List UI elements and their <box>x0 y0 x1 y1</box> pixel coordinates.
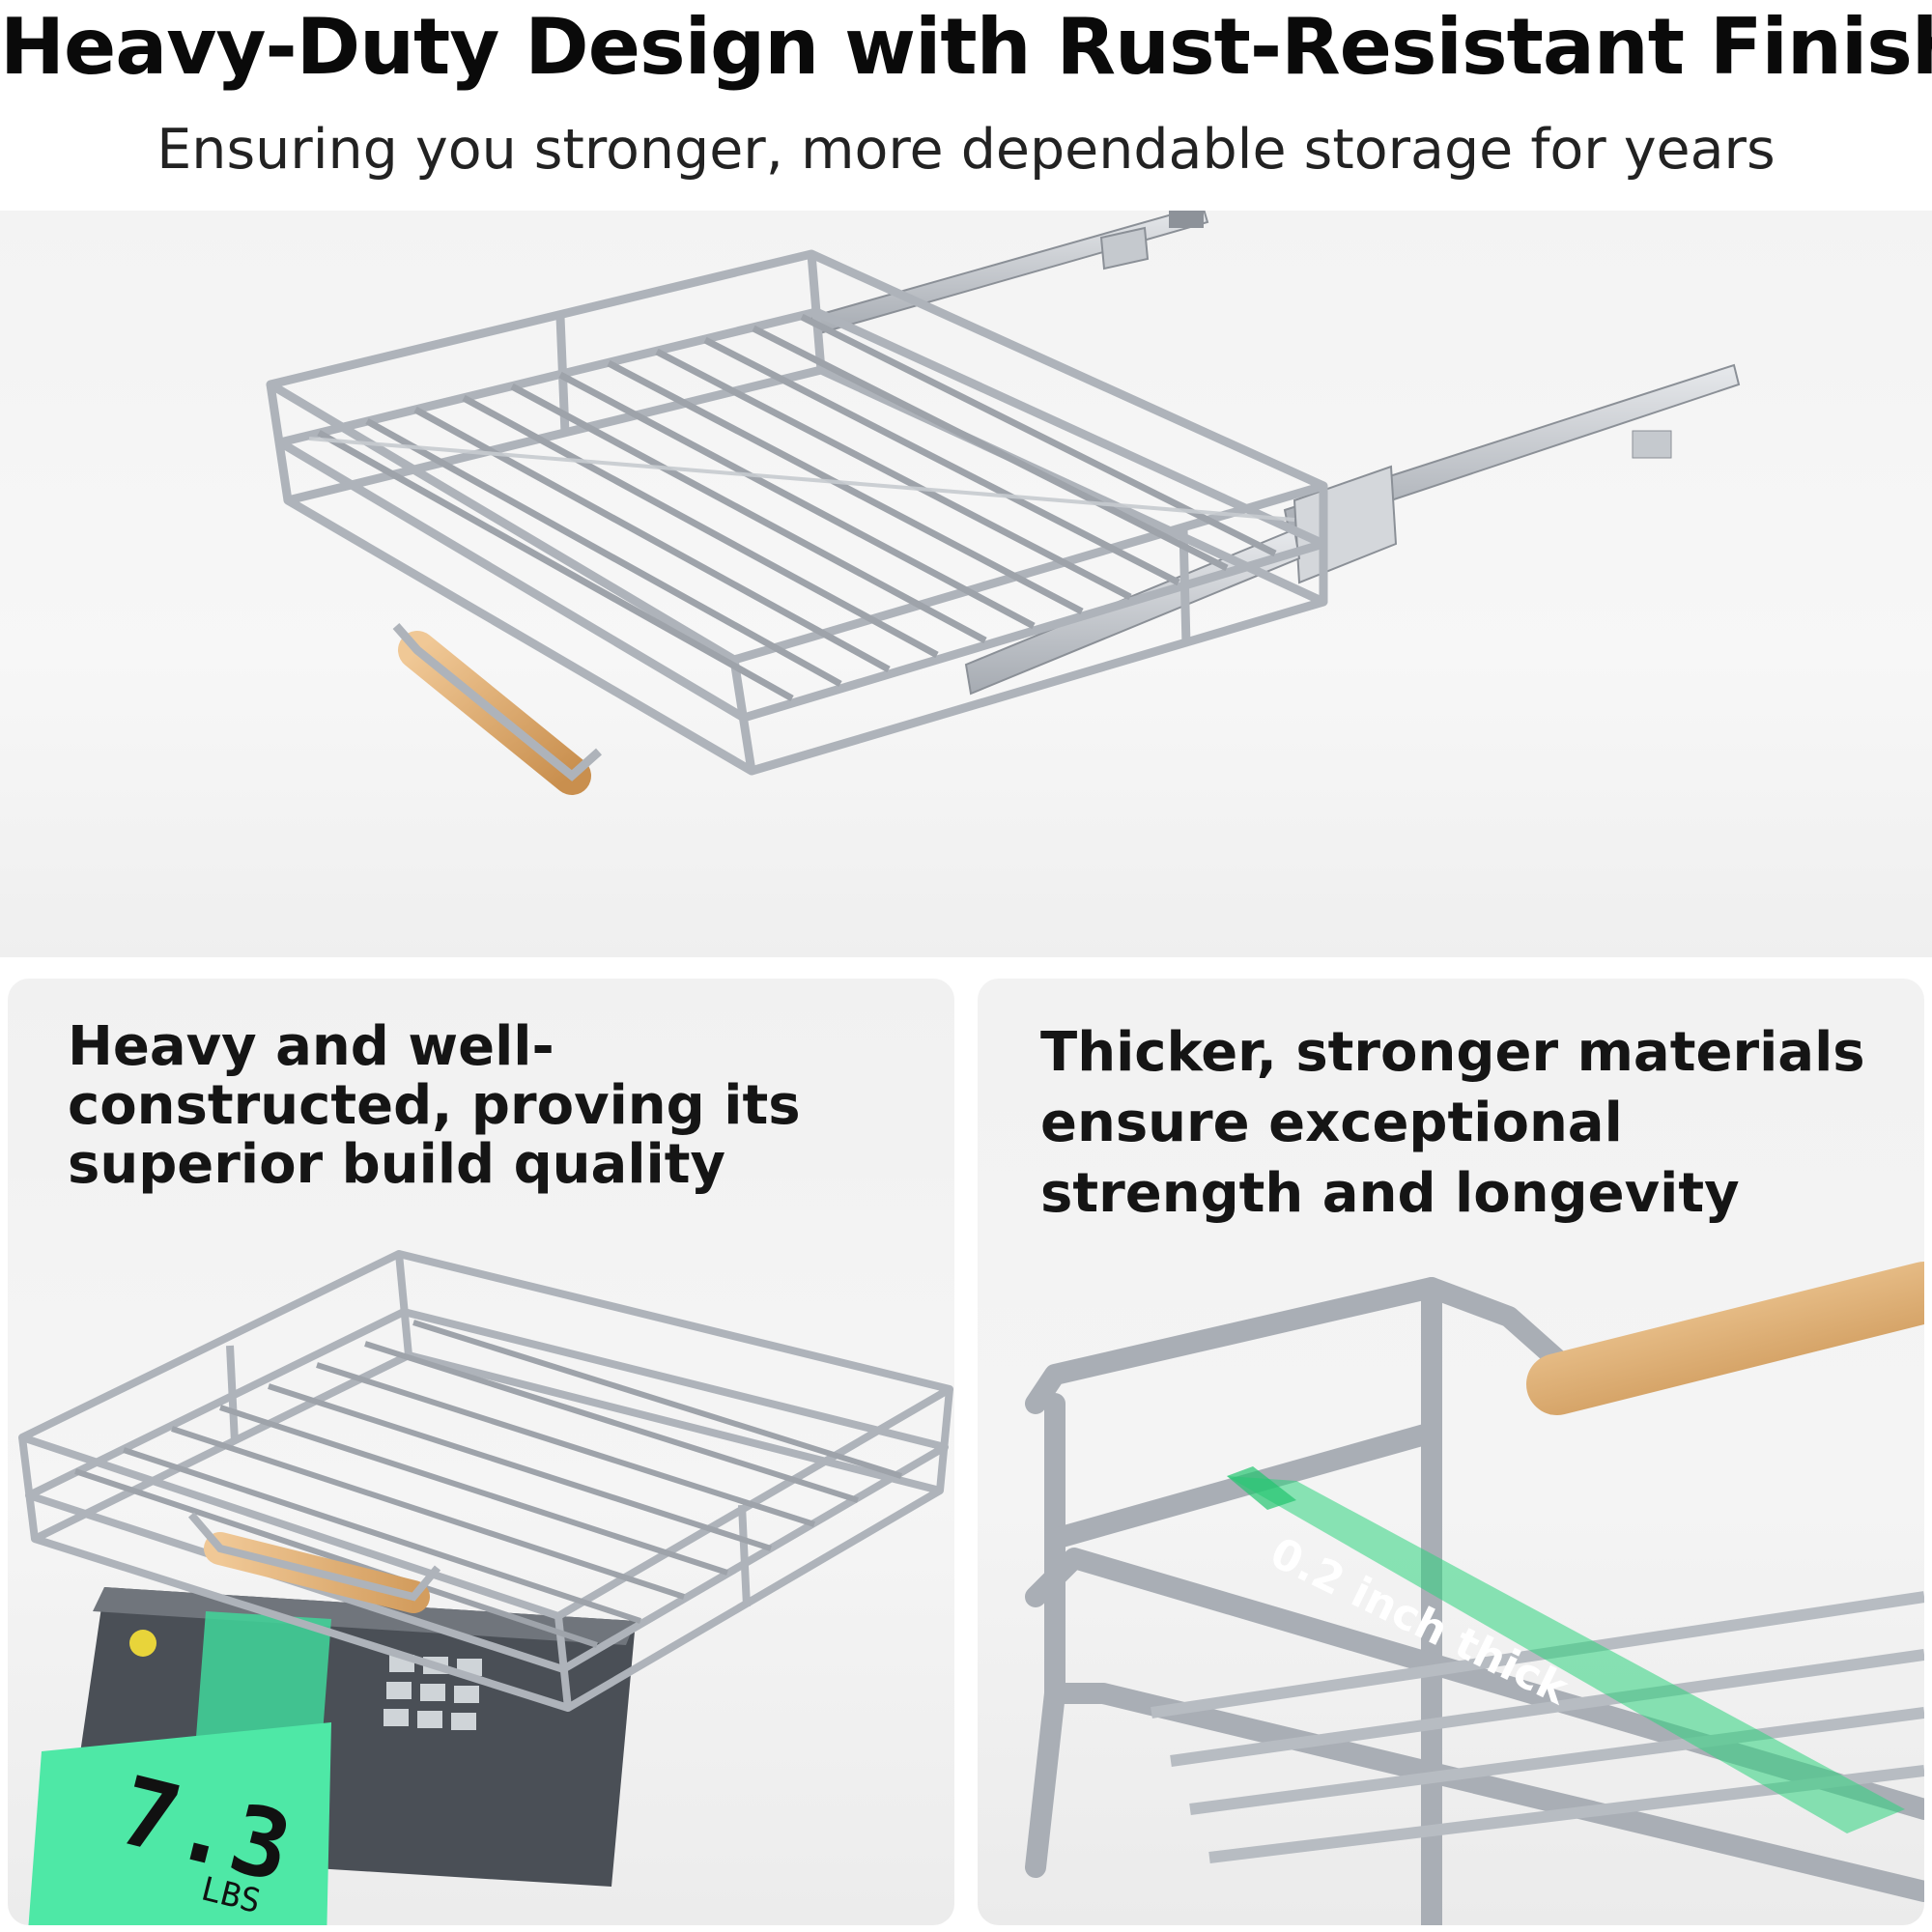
scale-readout: 7.3 LBS <box>28 1722 331 1925</box>
hero-product-image <box>0 211 1932 957</box>
basket-floor-wires <box>317 313 1277 702</box>
weight-panel: Heavy and well-constructed, proving its … <box>8 979 954 1925</box>
wire-basket <box>266 249 1328 776</box>
page-subtitle: Ensuring you stronger, more dependable s… <box>156 118 1776 182</box>
page-title: Heavy-Duty Design with Rust-Resistant Fi… <box>0 2 1932 92</box>
wood-handle-icon <box>1526 1262 1924 1415</box>
basket-floor-wires <box>74 1320 902 1648</box>
basket-on-scale-illustration: stable 7.3 LBS <box>18 1250 953 1925</box>
thickness-panel: Thicker, stronger materials ensure excep… <box>978 979 1924 1925</box>
weight-caption: Heavy and well-constructed, proving its … <box>68 1015 801 1196</box>
wire-closeup-illustration: 0.2 inch thick <box>1025 1262 1924 1925</box>
wood-handle-icon <box>187 1512 441 1613</box>
wire-basket <box>18 1250 953 1712</box>
thickness-caption: Thicker, stronger materials ensure excep… <box>1040 1021 1865 1225</box>
thickness-callout: 0.2 inch thick <box>1227 1466 1905 1833</box>
drawer-slide-icon <box>810 211 1209 336</box>
wood-handle-icon <box>392 623 602 795</box>
pullout-basket-illustration <box>266 211 1741 795</box>
